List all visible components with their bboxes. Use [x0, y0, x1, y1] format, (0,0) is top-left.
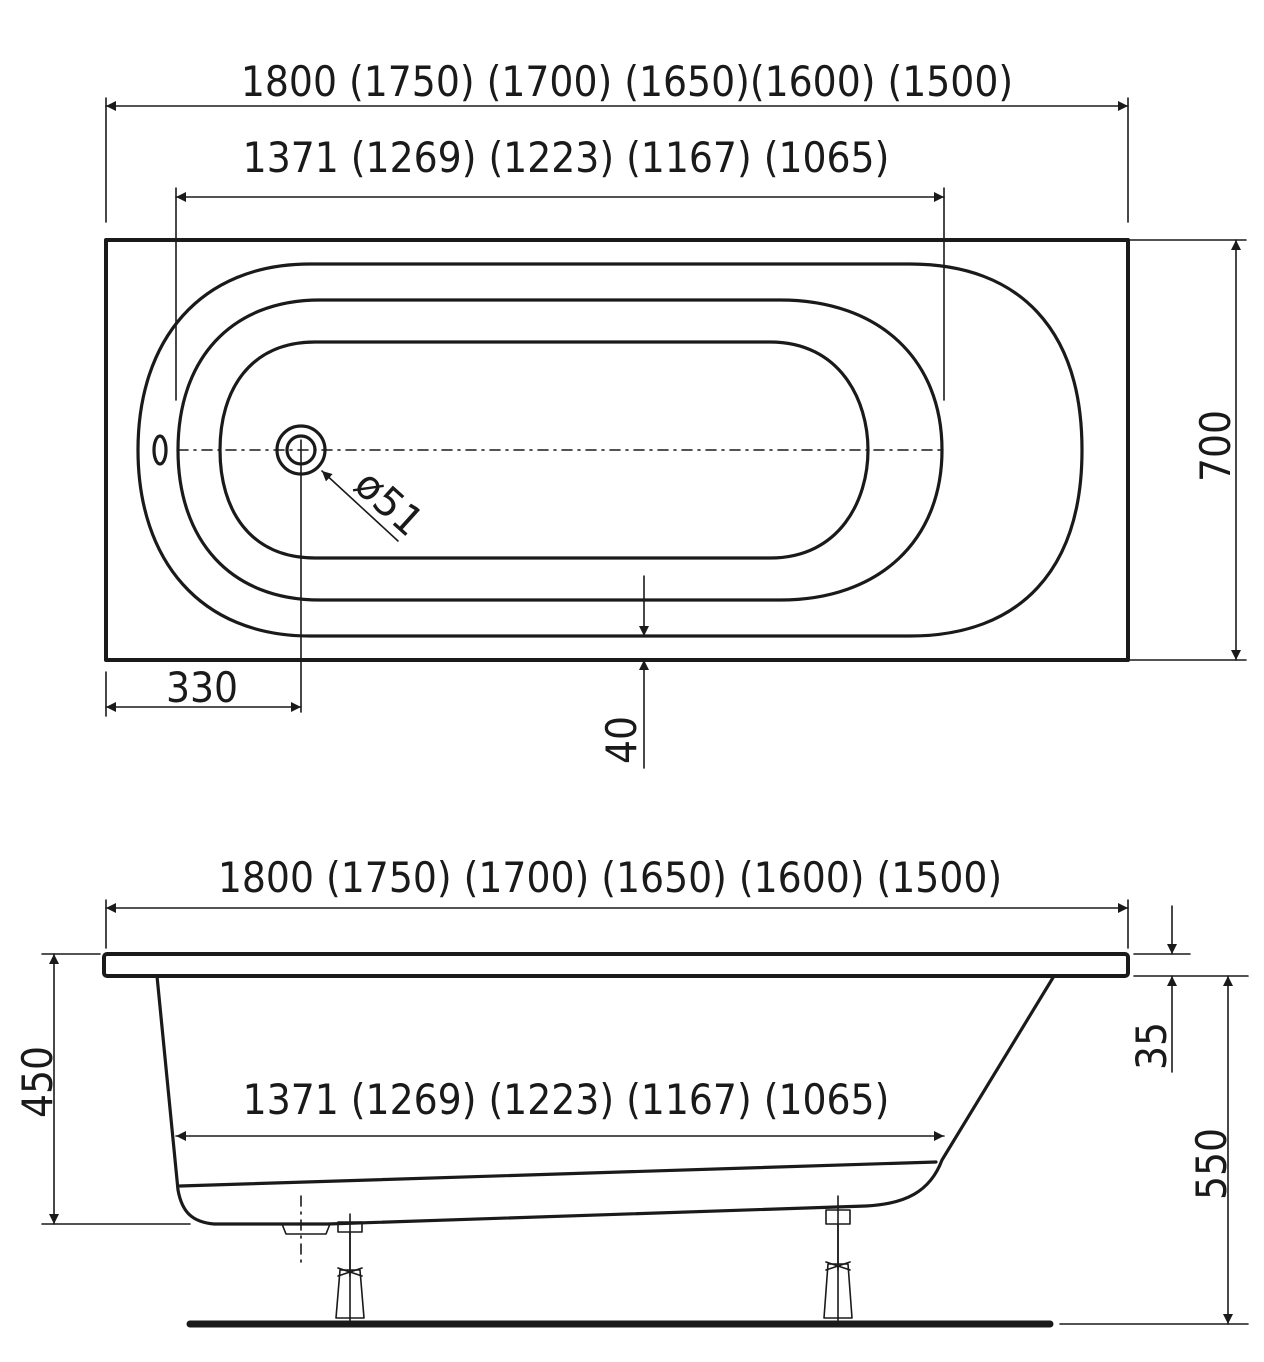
side-inner-floor [178, 1160, 938, 1188]
rim-offset-label: 40 [597, 716, 646, 764]
basin-outer-contour [136, 262, 1084, 638]
side-rim [102, 952, 1130, 978]
top-view: ø51 1800 (1750) (1700) (1650)(1600) (150… [104, 57, 1247, 769]
basin-inner-contour [218, 340, 870, 560]
side-tub-body [155, 974, 1056, 1226]
rim-thickness-label: 35 [1127, 1022, 1176, 1070]
side-inner-length-label: 1371 (1269) (1223) (1167) (1065) [243, 1075, 890, 1124]
total-height-label: 550 [1187, 1128, 1236, 1200]
tub-rim-outline [104, 238, 1130, 662]
side-overall-length-label: 1800 (1750) (1700) (1650) (1600) (1500) [218, 853, 1002, 902]
right-foot [823, 1195, 853, 1327]
left-foot [335, 1213, 365, 1327]
top-overall-length-label: 1800 (1750) (1700) (1650)(1600) (1500) [241, 57, 1013, 106]
depth-label: 450 [13, 1046, 62, 1118]
overflow-hole [152, 434, 168, 466]
drain-leader [321, 470, 399, 542]
drain-offset-label: 330 [166, 663, 238, 712]
side-drain-pipe [281, 1223, 331, 1235]
basin-middle-contour [176, 298, 944, 602]
top-inner-length-label: 1371 (1269) (1223) (1167) (1065) [243, 133, 890, 182]
side-view: 1800 (1750) (1700) (1650) (1600) (1500) … [13, 853, 1249, 1328]
drain-diameter-label: ø51 [345, 461, 432, 546]
width-label: 700 [1191, 410, 1240, 482]
